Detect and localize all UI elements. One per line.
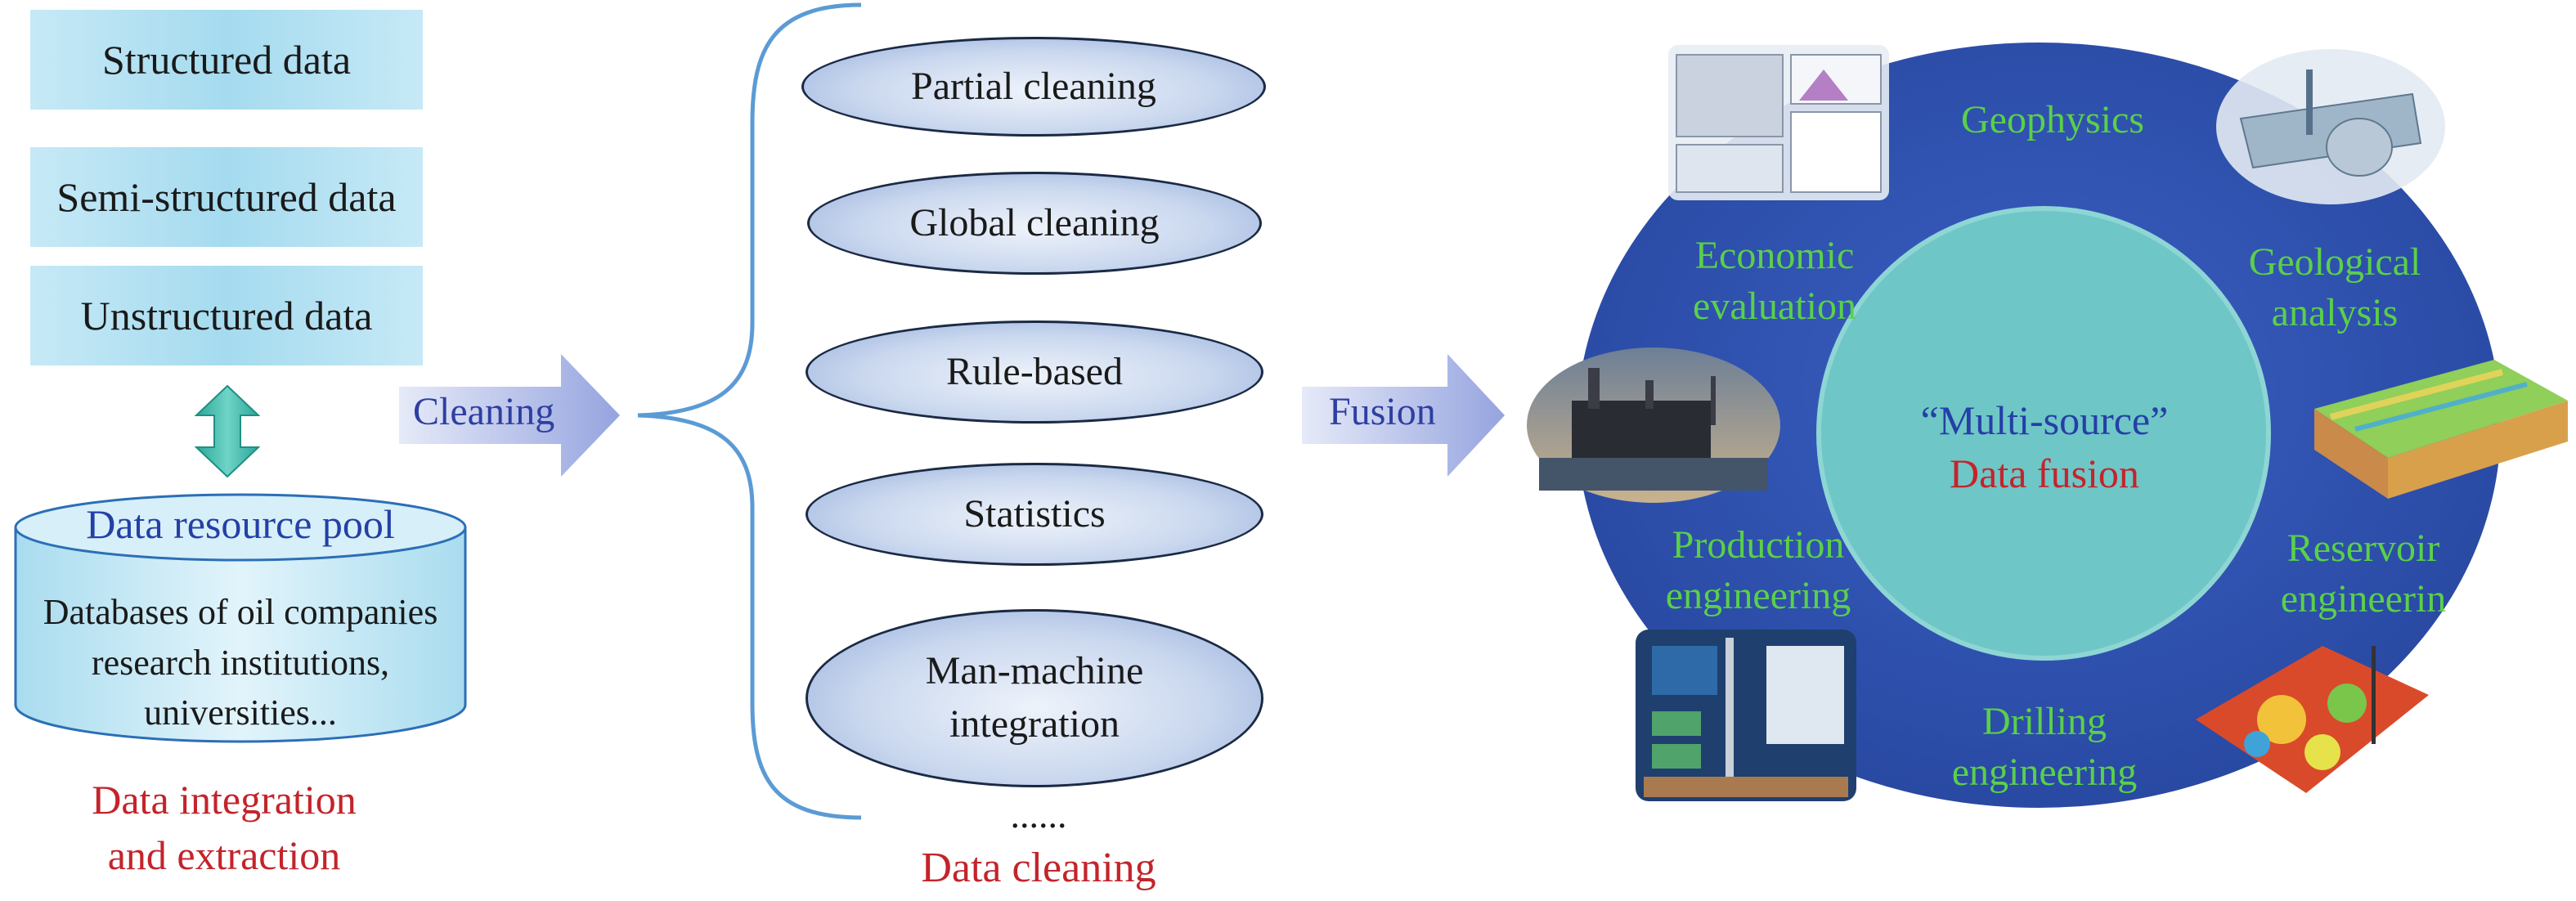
geological-label-line: Geological — [2248, 240, 2421, 284]
reservoir-label-line: Reservoir — [2287, 527, 2440, 570]
reservoir-label-line: engineerin — [2280, 577, 2447, 621]
drilling-label-line: engineering — [1951, 751, 2138, 795]
production-engineering-label: Production engineering — [1623, 520, 1893, 622]
data-fusion-label: Data fusion — [1950, 450, 2139, 496]
geophysics-label-line: Geophysics — [1961, 98, 2144, 141]
structured-data-label: Structured data — [101, 37, 352, 83]
geology-3d-model-thumbnail — [2216, 49, 2445, 204]
economic-evaluation-label: Economic evaluation — [1644, 231, 1905, 333]
pool-description-line: research institutions, — [91, 642, 390, 683]
economic-label-line: evaluation — [1693, 285, 1856, 329]
drilling-label-line: Drilling — [1982, 700, 2107, 743]
cleaning-caption: Data cleaning — [921, 845, 1156, 891]
semi-structured-data-label: Semi-structured data — [56, 174, 397, 220]
more-methods-ellipsis: ...... — [1010, 794, 1067, 836]
geological-layers-thumbnail — [2314, 360, 2568, 499]
man-machine-integration-ellipse: Man-machine integration — [806, 609, 1263, 787]
reservoir-engineering-label: Reservoir engineerin — [2224, 523, 2502, 625]
man-machine-label-line: Man-machine — [925, 649, 1144, 693]
bidirectional-arrow-icon — [195, 384, 260, 478]
fusion-center-text: “Multi-source” Data fusion — [1840, 394, 2249, 500]
cleaning-arrow-label: Cleaning — [413, 390, 555, 433]
pool-description: Databases of oil companies research inst… — [11, 587, 469, 738]
rule-based-ellipse: Rule-based — [806, 321, 1263, 424]
global-cleaning-ellipse: Global cleaning — [807, 172, 1262, 275]
cleaning-arrow — [399, 354, 620, 477]
semi-structured-data-box: Semi-structured data — [30, 147, 423, 247]
geophysics-software-thumbnail — [1668, 45, 1889, 200]
integration-caption-line: Data integration — [92, 777, 357, 823]
unstructured-data-box: Unstructured data — [30, 266, 423, 365]
fusion-arrow — [1302, 354, 1505, 477]
partial-cleaning-label: Partial cleaning — [911, 64, 1156, 108]
statistics-ellipse: Statistics — [806, 463, 1263, 566]
geological-analysis-label: Geological analysis — [2200, 237, 2470, 339]
integration-caption-line: and extraction — [107, 832, 341, 878]
man-machine-label-line: integration — [949, 702, 1120, 746]
drilling-engineering-label: Drilling engineering — [1897, 697, 2192, 799]
cleaning-brace — [637, 2, 862, 820]
multi-source-label: “Multi-source” — [1920, 397, 2169, 443]
integration-caption: Data integration and extraction — [11, 773, 437, 883]
geological-label-line: analysis — [2271, 291, 2399, 335]
global-cleaning-label: Global cleaning — [909, 200, 1160, 244]
unstructured-data-label: Unstructured data — [80, 293, 373, 338]
economic-label-line: Economic — [1694, 234, 1855, 277]
geophysics-label: Geophysics — [1881, 95, 2224, 146]
partial-cleaning-ellipse: Partial cleaning — [801, 37, 1266, 137]
pool-description-line: Databases of oil companies — [43, 592, 438, 632]
fusion-ring — [1577, 43, 2499, 808]
drilling-dashboard-thumbnail — [1636, 630, 1856, 801]
data-resource-pool-cylinder — [14, 493, 467, 743]
production-label-line: Production — [1672, 523, 1845, 567]
fusion-arrow-label: Fusion — [1329, 390, 1436, 433]
statistics-label: Statistics — [963, 491, 1106, 536]
pool-description-line: universities... — [144, 693, 337, 733]
reservoir-heatmap-thumbnail — [2196, 646, 2429, 793]
structured-data-box: Structured data — [30, 10, 423, 110]
pool-title: Data resource pool — [86, 501, 395, 547]
offshore-platform-thumbnail — [1527, 347, 1780, 503]
rule-based-label: Rule-based — [946, 349, 1123, 393]
production-label-line: engineering — [1665, 574, 1851, 618]
